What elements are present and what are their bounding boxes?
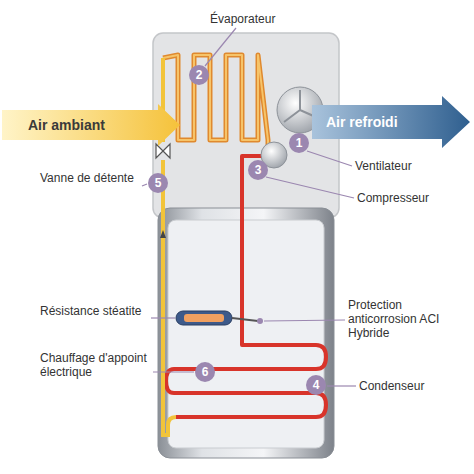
callout-number-text: 5: [155, 176, 162, 190]
anode-rod: [232, 318, 258, 321]
part-label: Résistance stéatite: [40, 304, 148, 318]
part-label: Protection anticorrosion ACI Hybride: [348, 298, 468, 340]
tank-shell: [158, 208, 334, 458]
callout-number: 3: [248, 160, 268, 180]
callout-number: 4: [306, 375, 326, 395]
callout-number: 6: [195, 362, 215, 382]
part-label: Compresseur: [357, 191, 469, 205]
part-label: Condenseur: [359, 379, 467, 393]
anode-tip: [257, 318, 263, 324]
callout-number-text: 6: [202, 365, 209, 379]
callout-number-text: 3: [255, 163, 262, 177]
part-label: Chauffage d'appoint électrique: [40, 351, 150, 379]
heat-pump-casing: [153, 33, 339, 218]
arrow-body: [2, 104, 180, 146]
callout-number: 1: [289, 133, 309, 153]
part-label: Évaporateur: [210, 12, 320, 26]
expansion-valve: [156, 144, 170, 158]
leader-lines: [142, 28, 356, 386]
callout-number-text: 1: [296, 136, 303, 150]
callout-number-text: 4: [313, 378, 320, 392]
part-label: Vanne de détente: [40, 171, 140, 185]
callout-number: 2: [189, 65, 209, 85]
callout-number-text: 2: [196, 68, 203, 82]
arrow-body: [312, 96, 470, 148]
air-flow-arrow: Air refroidi: [312, 96, 470, 148]
evaporator-highlight: [163, 55, 268, 148]
flow-label: Air refroidi: [326, 114, 398, 130]
steatite-resistance: [176, 311, 232, 325]
tank-inner: [168, 220, 324, 448]
part-label: Ventilateur: [355, 159, 465, 173]
flow-arrow: [160, 230, 166, 238]
air-flow-arrow: Air ambiant: [2, 104, 180, 146]
evaporator-tube: [163, 55, 268, 148]
callout-number: 5: [148, 173, 168, 193]
evaporator-coil: [163, 55, 268, 148]
flow-label: Air ambiant: [28, 117, 105, 133]
resistance-core: [184, 314, 224, 322]
condenser-coil: [166, 156, 326, 417]
